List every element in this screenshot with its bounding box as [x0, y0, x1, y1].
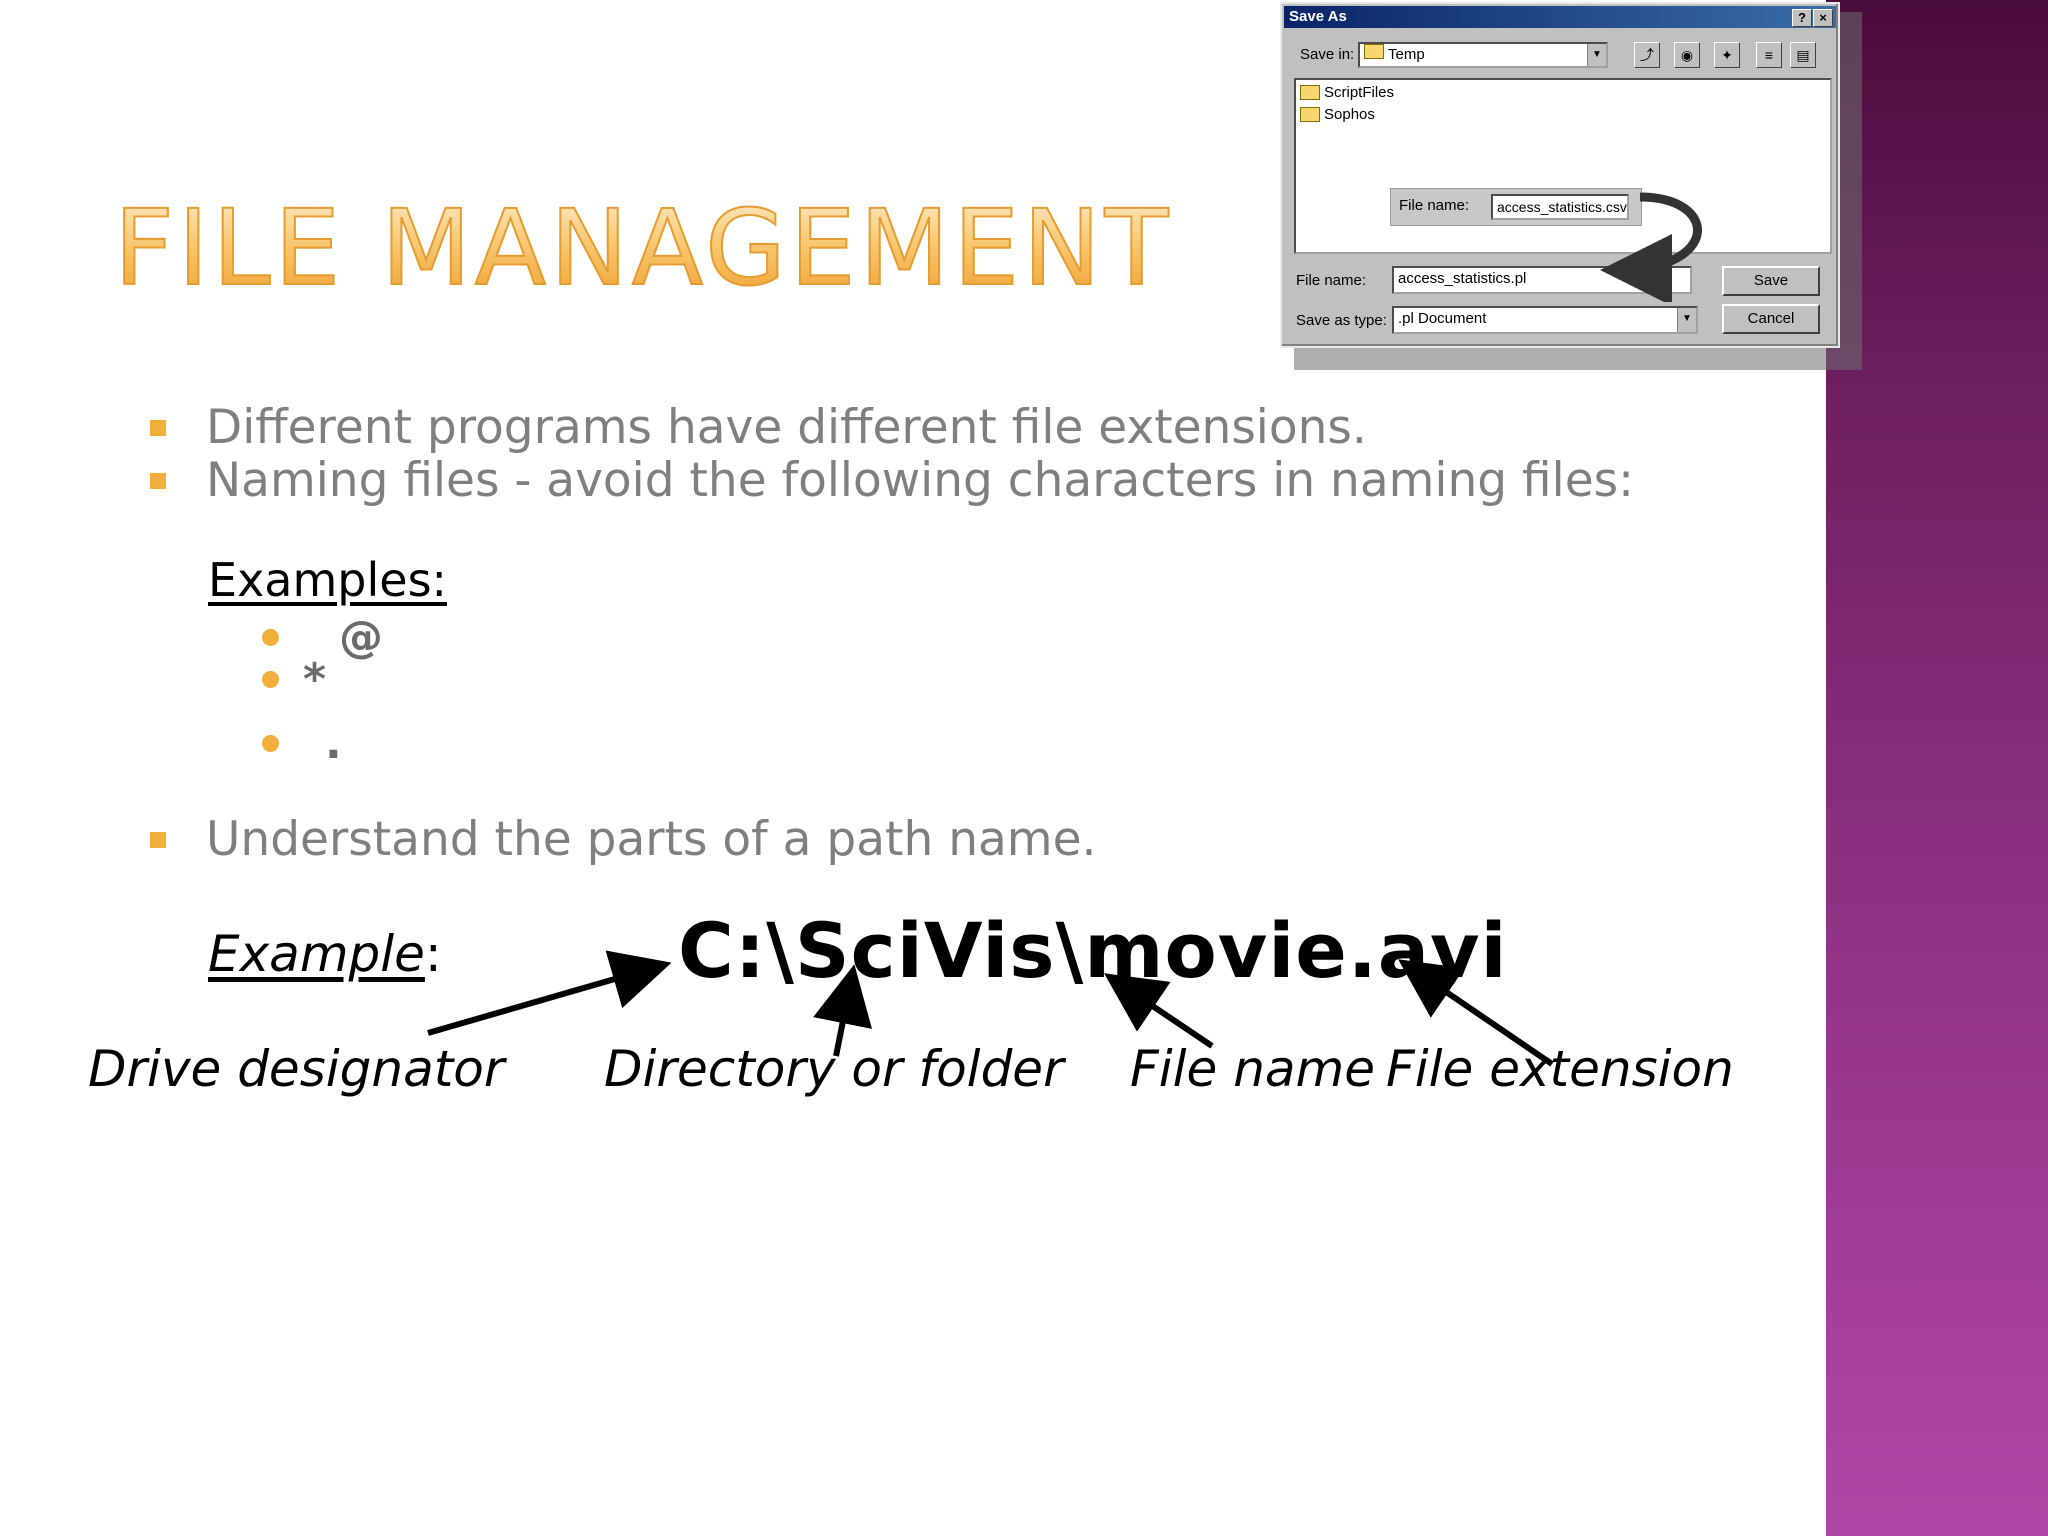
save-in-value: Temp — [1388, 46, 1425, 63]
list-item[interactable]: Sophos — [1300, 106, 1375, 123]
drive-arrow — [427, 950, 672, 1036]
file-extension-label: File extension — [1386, 1040, 1734, 1098]
bullet-text: Different programs have different file e… — [206, 400, 1367, 455]
folder-icon — [1364, 44, 1384, 59]
up-folder-icon[interactable]: ⤴ — [1634, 42, 1660, 68]
bullet-text: Understand the parts of a path name. — [206, 812, 1097, 867]
avoid-char: * — [303, 654, 327, 705]
decorative-side-band — [1826, 0, 2048, 1536]
list-view-icon[interactable]: ≡ — [1756, 42, 1782, 68]
chevron-down-icon[interactable]: ▼ — [1677, 308, 1696, 332]
cancel-button[interactable]: Cancel — [1722, 304, 1820, 334]
close-button[interactable]: × — [1813, 9, 1833, 27]
file-name-label: File name — [1130, 1040, 1375, 1098]
bullet-item: Understand the parts of a path name. — [150, 812, 1096, 867]
details-view-icon[interactable]: ▤ — [1790, 42, 1816, 68]
slide-title: File Management — [113, 187, 1173, 309]
new-folder-icon[interactable]: ✦ — [1714, 42, 1740, 68]
save-as-type-dropdown[interactable]: .pl Document ▼ — [1392, 306, 1698, 334]
bullet-item: Different programs have different file e… — [150, 400, 1367, 455]
folder-name: Sophos — [1324, 106, 1375, 123]
save-button[interactable]: Save — [1722, 266, 1820, 296]
example-word: Example — [208, 925, 425, 983]
avoid-char: @ — [339, 612, 383, 663]
dialog-title: Save As — [1289, 8, 1347, 25]
chevron-down-icon[interactable]: ▼ — [1587, 44, 1606, 66]
avoid-char-item: . — [262, 718, 342, 769]
square-bullet-icon — [150, 419, 166, 436]
list-item[interactable]: ScriptFiles — [1300, 84, 1394, 101]
save-in-dropdown[interactable]: Temp ▼ — [1358, 42, 1608, 68]
file-extension-arrow — [1398, 959, 1554, 1067]
drive-designator-label: Drive designator — [88, 1040, 505, 1098]
save-as-type-value: .pl Document — [1398, 310, 1487, 327]
directory-arrow — [813, 964, 873, 1057]
folder-icon — [1300, 107, 1320, 122]
dialog-titlebar: Save As ? × — [1284, 6, 1836, 28]
example-colon: : — [424, 925, 442, 983]
directory-label: Directory or folder — [604, 1040, 1064, 1098]
bullet-dot-icon — [262, 629, 279, 646]
help-button[interactable]: ? — [1792, 9, 1812, 27]
square-bullet-icon — [150, 472, 166, 489]
bullet-item: Naming files - avoid the following chara… — [150, 453, 1634, 508]
folder-name: ScriptFiles — [1324, 84, 1395, 101]
square-bullet-icon — [150, 831, 166, 848]
curved-arrow-icon — [1600, 192, 1702, 302]
avoid-char: . — [325, 718, 342, 769]
file-name-label: File name: — [1296, 272, 1367, 289]
folder-icon — [1300, 85, 1320, 100]
save-as-type-label: Save as type: — [1296, 312, 1387, 329]
inset-file-name-label: File name: — [1399, 197, 1470, 214]
file-list[interactable]: ScriptFiles Sophos File name: access_sta… — [1294, 78, 1832, 254]
example-label: Example: — [208, 925, 442, 983]
avoid-char-item: * — [262, 654, 326, 705]
bullet-dot-icon — [262, 735, 279, 752]
bullet-text: Naming files - avoid the following chara… — [206, 453, 1634, 508]
bullet-dot-icon — [262, 671, 279, 688]
desktop-icon[interactable]: ◉ — [1674, 42, 1700, 68]
file-name-arrow — [1104, 973, 1214, 1049]
save-in-label: Save in: — [1300, 46, 1355, 63]
inset-file-name-field: access_statistics.csv — [1491, 194, 1629, 220]
examples-heading: Examples: — [208, 553, 448, 607]
file-name-zoom-inset: File name: access_statistics.csv — [1390, 188, 1642, 226]
save-as-dialog: Save As ? × Save in: Temp ▼ ⤴ ◉ ✦ ≡ ▤ Sc… — [1280, 2, 1840, 348]
avoid-char-item: @ — [262, 612, 383, 663]
